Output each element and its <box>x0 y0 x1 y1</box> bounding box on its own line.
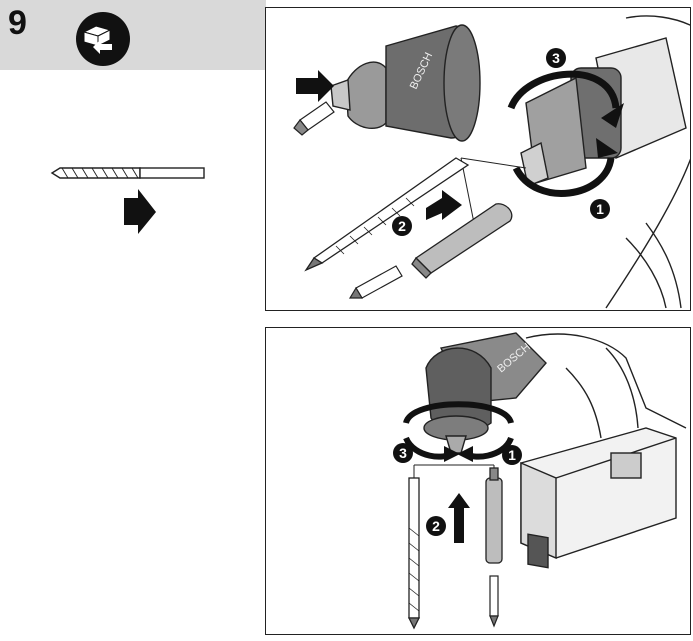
svg-text:3: 3 <box>552 50 560 66</box>
callout-3: 3 <box>546 48 566 68</box>
svg-text:3: 3 <box>399 445 407 461</box>
step-number: 9 <box>8 4 27 42</box>
step-header-band <box>0 0 266 70</box>
bottom-illustration-panel: BOSCH <box>265 327 691 635</box>
svg-text:1: 1 <box>508 447 516 463</box>
callout-1: 1 <box>502 445 522 465</box>
top-illustration-panel: BOSCH <box>265 7 691 311</box>
svg-text:2: 2 <box>432 518 440 534</box>
top-panel-drawing: BOSCH <box>293 15 690 309</box>
callout-2: 2 <box>392 216 412 236</box>
right-arrow-icon <box>124 189 156 234</box>
insert-arrow-icon <box>296 70 334 102</box>
callout-3: 3 <box>393 443 413 463</box>
up-arrow-icon <box>448 493 470 543</box>
callout-2: 2 <box>426 516 446 536</box>
bottom-panel-drawing: BOSCH <box>393 332 687 630</box>
callout-1: 1 <box>590 199 610 219</box>
svg-text:1: 1 <box>596 201 604 217</box>
svg-text:2: 2 <box>398 218 406 234</box>
arrow-icon <box>426 190 462 220</box>
